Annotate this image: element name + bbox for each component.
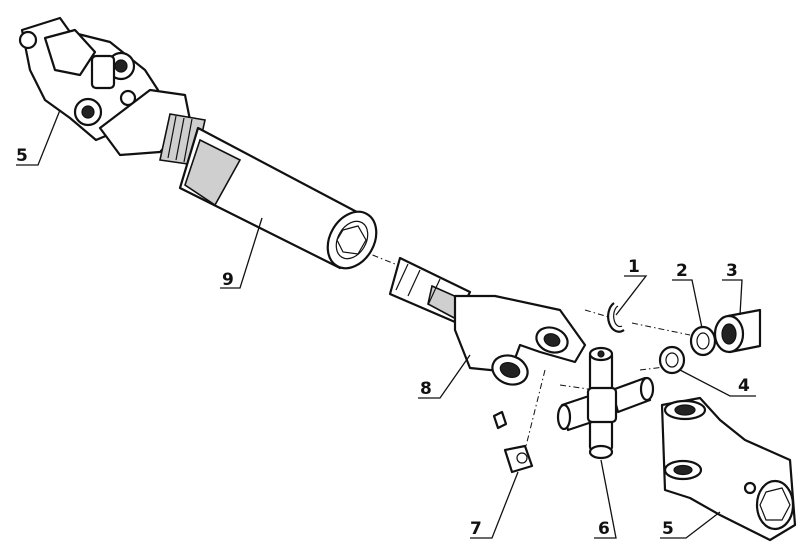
yoke-bottom (660, 396, 797, 542)
callout-8: 8 (420, 379, 432, 399)
callout-2: 2 (676, 261, 688, 281)
seal-ring (658, 345, 686, 375)
telescopic-tube (178, 126, 378, 270)
callout-4: 4 (738, 376, 750, 396)
callout-1: 1 (628, 257, 640, 277)
callout-9: 9 (222, 270, 234, 290)
splined-shaft-yoke (388, 256, 587, 386)
callout-5-bottom: 5 (662, 519, 674, 539)
grease-nipple (492, 410, 534, 474)
callout-3: 3 (726, 261, 738, 281)
retaining-ring (607, 302, 625, 333)
callout-labels: 5 9 1 2 3 4 8 7 6 5 (16, 146, 750, 539)
universal-joint-assembly-top (18, 16, 206, 166)
washer (689, 325, 717, 357)
callout-6: 6 (598, 519, 610, 539)
callout-5-top: 5 (16, 146, 28, 166)
cross-spider (556, 346, 655, 460)
bearing-cup (713, 308, 762, 354)
callout-7: 7 (470, 519, 482, 539)
leader-lines (16, 109, 756, 539)
